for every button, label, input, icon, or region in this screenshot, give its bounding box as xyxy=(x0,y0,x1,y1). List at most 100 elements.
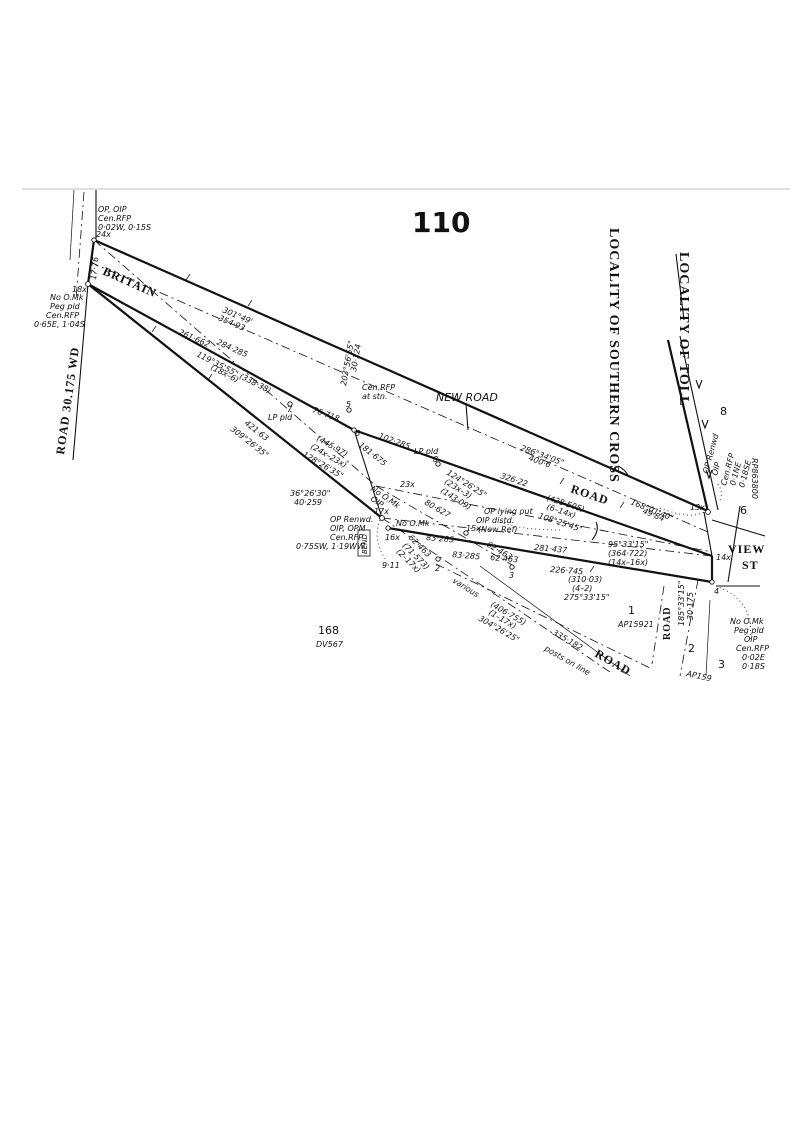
boundary-arrow-1 xyxy=(695,379,703,390)
dim-80: 80·627 xyxy=(423,498,453,520)
station-4-label: 4 xyxy=(714,587,719,596)
bend-box: BEND xyxy=(357,529,371,557)
lot-dv567: DV567 xyxy=(316,640,344,649)
svg-text:95°33'15": 95°33'15" xyxy=(608,540,648,549)
svg-text:(310·03): (310·03) xyxy=(568,575,602,584)
dim-911: 9·11 xyxy=(382,561,400,570)
lot-8: 8 xyxy=(720,405,727,418)
svg-text:Cen.RFP: Cen.RFP xyxy=(362,383,395,392)
dim-168: 168°01'40" 49·84 xyxy=(629,498,675,524)
dim-95: 95°33'15" (364·722) (14x–16x) xyxy=(608,540,648,567)
lot-6: 6 xyxy=(740,504,747,517)
svg-text:Peg pld: Peg pld xyxy=(734,626,765,635)
dim-83a: 83·285 xyxy=(426,533,455,544)
arc-14 xyxy=(591,521,598,541)
station-24-label: 24x xyxy=(96,230,111,239)
svg-text:No O.Mk: No O.Mk xyxy=(730,617,764,626)
lot-3: 3 xyxy=(718,658,725,671)
station-5-label: 5 xyxy=(346,400,351,409)
boundary-6-14 xyxy=(353,428,713,558)
svg-text:261·662: 261·662 xyxy=(177,328,211,350)
road-lower-label: ROAD xyxy=(593,646,634,678)
boundary-arrow-3 xyxy=(705,469,713,480)
boundary-arrow-2 xyxy=(701,419,709,430)
boundary-6-17 xyxy=(353,429,383,519)
svg-text:OP Renwd.: OP Renwd. xyxy=(330,515,373,524)
station-23-label: 23x xyxy=(400,480,415,489)
station-3-label: 3 xyxy=(509,571,514,580)
road-lower-dash xyxy=(435,563,651,669)
new-road-pointer xyxy=(465,403,469,431)
dim-36: 36°26'30" 40·259 xyxy=(290,489,330,507)
dim-281: 281·437 xyxy=(534,543,569,555)
svg-text:36°26'30": 36°26'30" xyxy=(290,489,330,498)
svg-text:(14x–16x): (14x–16x) xyxy=(608,558,648,567)
svg-text:0·75SW, 1·19WW: 0·75SW, 1·19WW xyxy=(296,542,366,551)
dim-185: 185°33'15" 30·175 xyxy=(677,580,695,626)
dim-62c: 62·463 xyxy=(490,553,519,564)
station-8-label: 8 xyxy=(433,455,438,464)
notes-4: No O.Mk Peg pld OIP Cen.RFP 0·02E 0·18S xyxy=(730,617,769,671)
lot-168: 168 xyxy=(318,624,339,637)
locality-southern-cross: LOCALITY OF SOUTHERN CROSS xyxy=(606,228,621,483)
svg-text:OIP, OPM: OIP, OPM xyxy=(330,524,366,533)
svg-text:at stn.: at stn. xyxy=(362,392,388,401)
svg-text:(New Ref): (New Ref) xyxy=(478,525,518,534)
svg-text:BEND: BEND xyxy=(361,534,369,554)
notes-18: No O.Mk Peg pld Cen.RFP 0·65E, 1·04S xyxy=(34,293,85,329)
dim-102: 102·285 xyxy=(377,431,411,451)
road-lower-boundary xyxy=(479,565,631,677)
road-wd-dash xyxy=(75,191,85,301)
boundary-13-14 xyxy=(703,511,713,557)
britain-north-boundary xyxy=(93,238,711,514)
station-15-label: 15x xyxy=(466,524,481,533)
lot-ap15921: AP15921 xyxy=(617,620,654,629)
view-st-north xyxy=(711,519,766,537)
svg-text:0·02E: 0·02E xyxy=(742,653,766,662)
dim-310: (310·03) (4–2) 275°33'15" xyxy=(564,575,610,602)
lot-ap159: AP159 xyxy=(685,669,713,683)
new-road-label: NEW ROAD xyxy=(436,391,498,404)
svg-text:40·259: 40·259 xyxy=(294,498,322,507)
svg-text:OP lying out: OP lying out xyxy=(484,507,534,516)
note-posts: posts on line xyxy=(542,643,592,677)
road-wd-boundary-lower xyxy=(72,283,89,461)
dim-226: 226·745 xyxy=(550,565,584,576)
plan-number: 110 xyxy=(412,206,470,239)
station-16-label: 16x xyxy=(385,533,400,542)
notes-17: OP Renwd. OIP, OPM Cen.RFP 0·75SW, 1·19W… xyxy=(296,515,373,551)
road-vertical-dash xyxy=(679,579,699,677)
dim-286: 286°34'05" 400·6 xyxy=(519,443,565,469)
svg-text:30·175: 30·175 xyxy=(686,592,695,620)
new-road-south-boundary xyxy=(87,283,355,431)
note-lp7: LP pld xyxy=(268,413,293,422)
svg-text:Cen.RFP: Cen.RFP xyxy=(330,533,363,542)
road-vertical-dash-2 xyxy=(651,585,665,665)
dim-428: (428·505) (6–14x) 108°25'45" xyxy=(537,493,585,534)
traverse-17-14 xyxy=(381,517,713,557)
svg-text:0·65E, 1·04S: 0·65E, 1·04S xyxy=(34,320,85,329)
boundary-16-4 xyxy=(387,526,713,584)
station-14-label: 14x xyxy=(716,553,731,562)
svg-text:OIP: OIP xyxy=(710,461,722,477)
svg-text:No O.Mk: No O.Mk xyxy=(50,293,84,302)
svg-text:Cen.RFP: Cen.RFP xyxy=(98,214,131,223)
note-16: No O.Mk xyxy=(396,519,430,528)
road-vertical-label: ROAD xyxy=(662,607,673,640)
traverse-24-23 xyxy=(93,239,377,487)
station-7-label: 7 xyxy=(287,405,293,414)
notes-24: OP, OIP Cen.RFP 0·02W, 0·15S xyxy=(98,205,151,232)
svg-text:185°33'15": 185°33'15" xyxy=(677,580,686,626)
station-17-label: 17x xyxy=(374,507,389,516)
dim-83b: 83·285 xyxy=(452,550,481,561)
view-st-east-line xyxy=(727,505,741,583)
svg-text:OIP: OIP xyxy=(744,635,758,644)
road-width-1776: 17·76 xyxy=(89,256,100,280)
station-2-label: 2 xyxy=(435,564,440,573)
dim-bearing-18-6: 119°35'55" (338·38) (18x–6) xyxy=(195,350,272,395)
notes-15: OP lying out OIP distd. (New Ref) xyxy=(476,507,534,534)
station-pegs xyxy=(85,237,715,585)
toll-upper xyxy=(675,253,685,321)
notes-5: Cen.RFP at stn. xyxy=(362,383,395,401)
pointer-17 xyxy=(376,519,387,561)
